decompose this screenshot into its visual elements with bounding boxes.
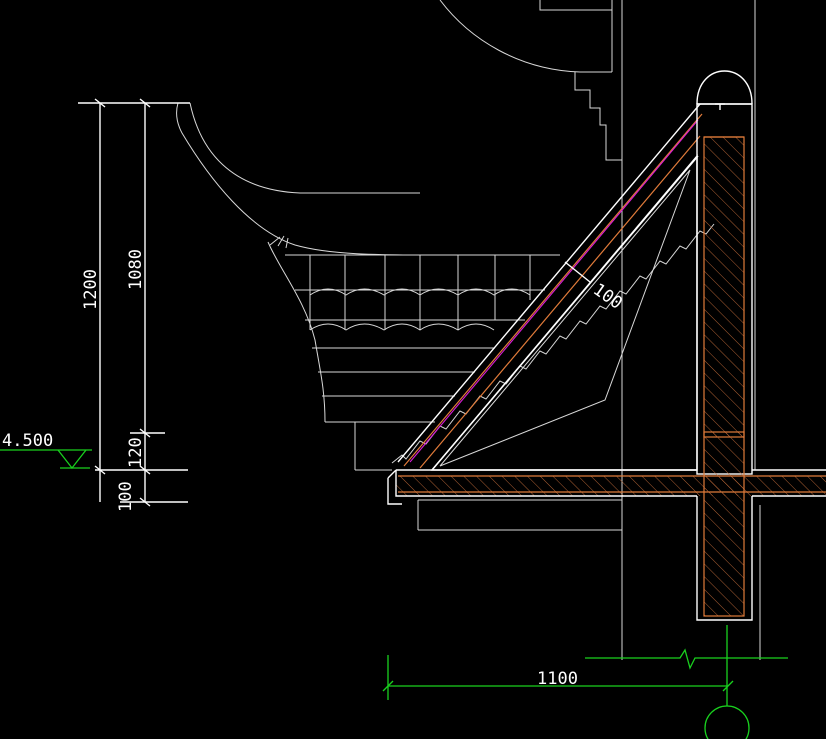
elevation-label: 4.500 — [2, 431, 53, 451]
dimension-horizontal-length: 1100 — [537, 669, 578, 689]
axis-grid-bubble — [704, 705, 750, 739]
elevation-marker — [0, 449, 92, 470]
roof-slab-section — [387, 70, 826, 621]
dimension-slab-thickness: 100 — [589, 280, 626, 314]
horizontal-dimension-line — [382, 625, 788, 706]
building-elevation-outline — [176, 0, 761, 660]
dimension-upper-height: 1080 — [126, 249, 146, 290]
dimension-base-height: 100 — [116, 481, 136, 512]
vertical-dimension-lines — [78, 98, 190, 507]
dimension-total-height: 1200 — [81, 269, 101, 310]
dimension-mid-height: 120 — [126, 437, 146, 468]
